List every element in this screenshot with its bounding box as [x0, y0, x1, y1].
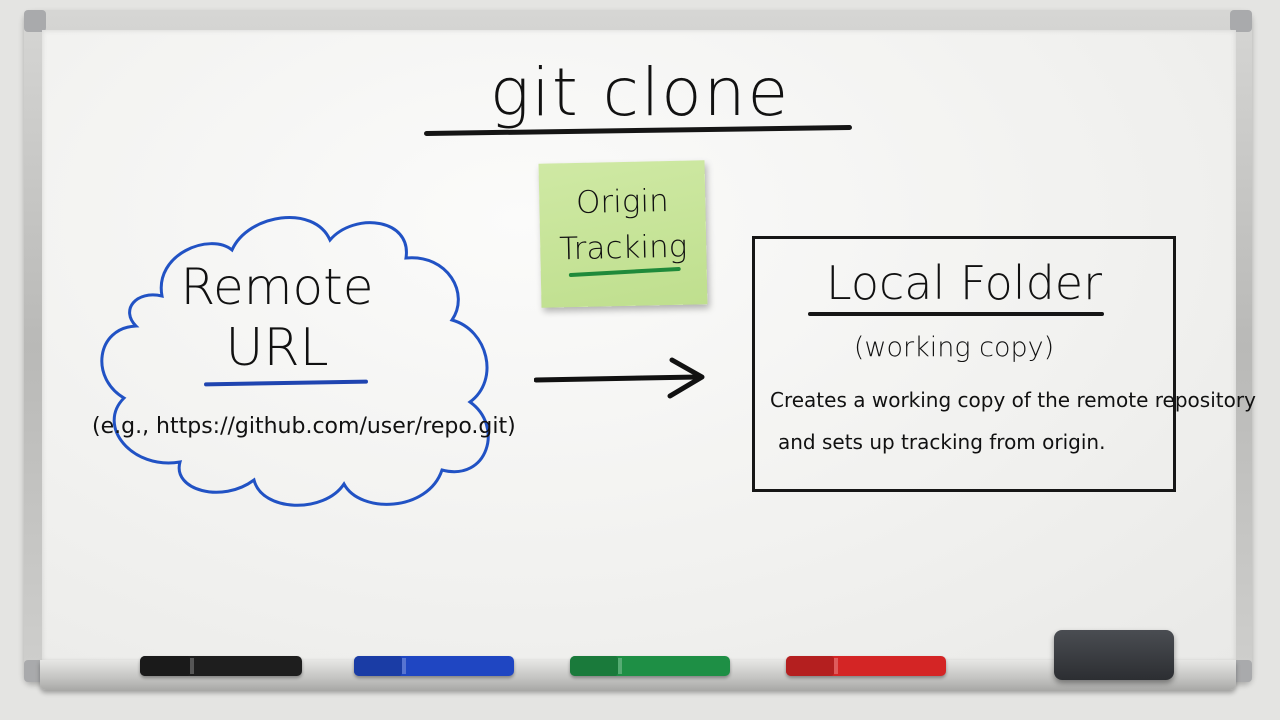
remote-url-example: (e.g., https://github.com/user/repo.git) [92, 414, 516, 439]
sticky-note-underline [568, 266, 681, 278]
diagram-title: git clone [489, 54, 791, 131]
local-folder-title: Local Folder [826, 256, 1102, 310]
local-folder-underline [808, 312, 1104, 316]
frame-corner-top-right [1230, 10, 1252, 32]
frame-corner-top-left [24, 10, 46, 32]
black-marker-icon[interactable] [140, 656, 302, 676]
sticky-note-line2: Tracking [558, 228, 688, 268]
blue-marker-icon[interactable] [354, 656, 514, 676]
eraser-icon[interactable] [1054, 630, 1174, 680]
remote-label-line1: Remote [180, 258, 374, 316]
remote-cloud-shape [100, 216, 490, 507]
green-marker-icon[interactable] [570, 656, 730, 676]
local-folder-subtitle: (working copy) [853, 332, 1055, 363]
sticky-note: Origin Tracking [538, 160, 708, 308]
local-folder-box [752, 236, 1176, 492]
whiteboard-surface [42, 30, 1236, 662]
clone-arrow-icon [534, 357, 705, 399]
local-folder-description-line2: and sets up tracking from origin. [778, 430, 1106, 454]
red-marker-icon[interactable] [786, 656, 946, 676]
sticky-note-line1: Origin [575, 183, 670, 221]
local-folder-description-line1: Creates a working copy of the remote rep… [770, 388, 1256, 412]
remote-label-line2: URL [225, 318, 329, 378]
